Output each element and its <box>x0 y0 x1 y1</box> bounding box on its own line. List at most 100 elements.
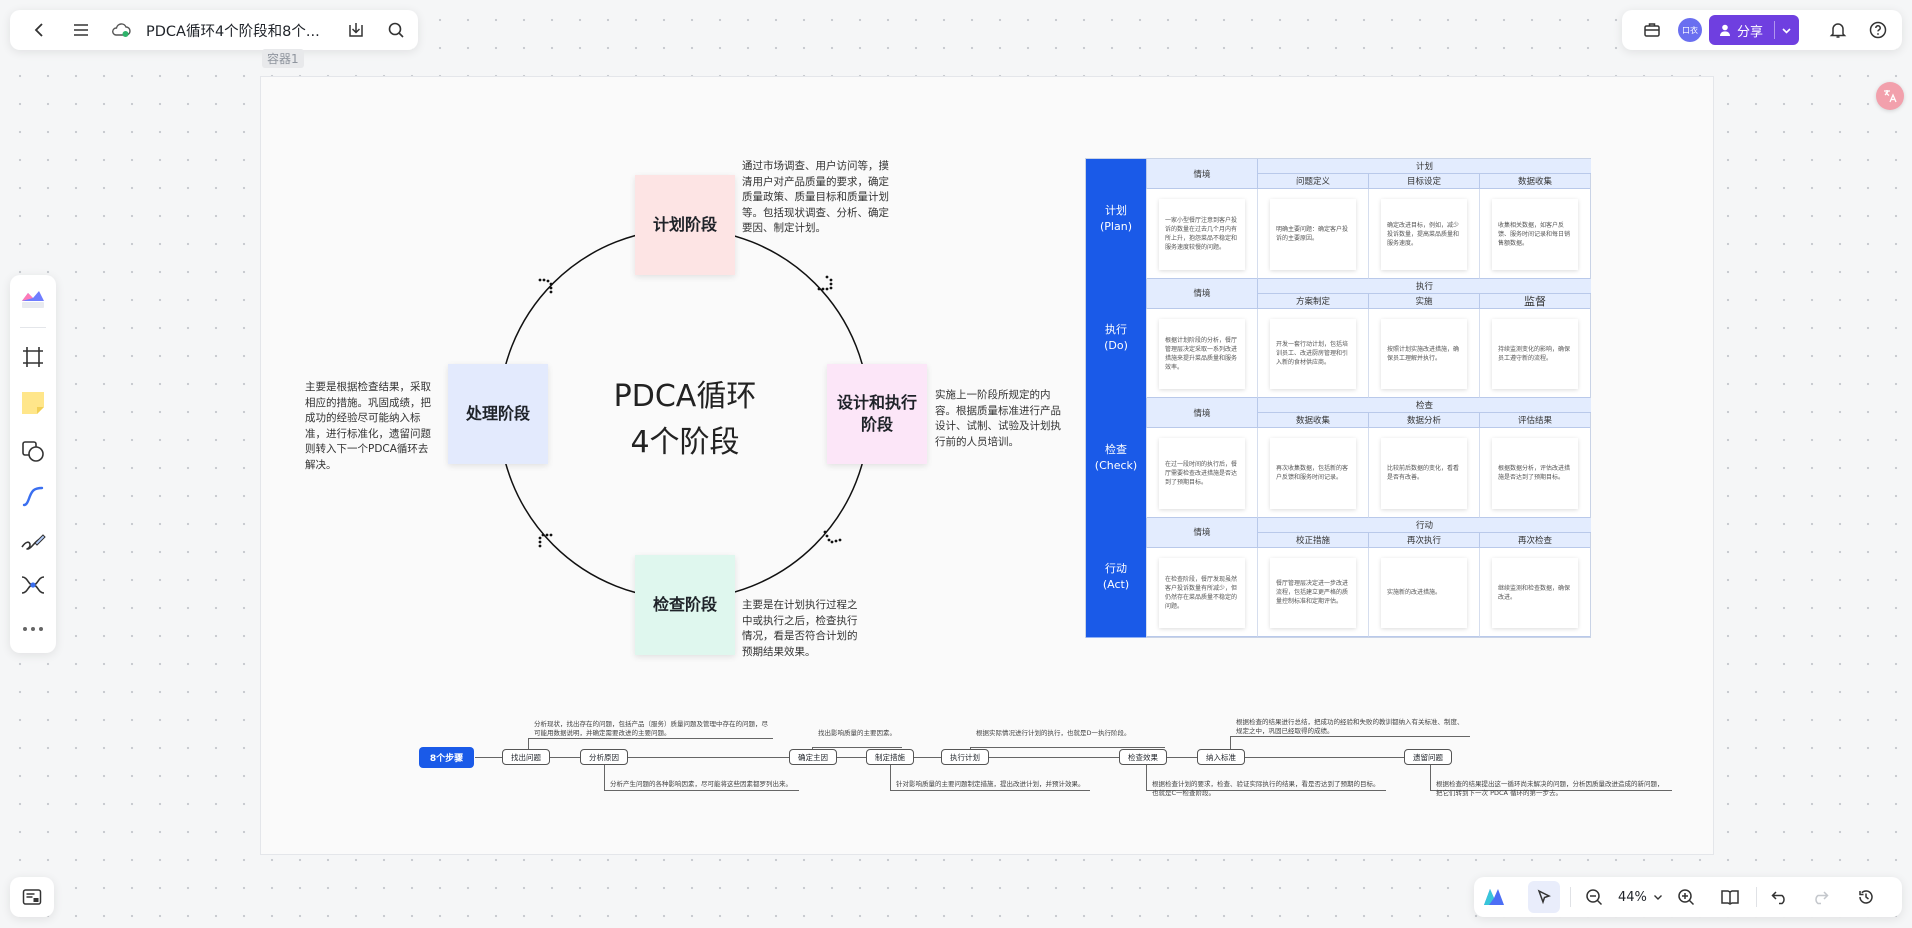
stage-check-sticky[interactable]: 检查阶段 <box>635 555 735 655</box>
step-node[interactable]: 分析原因 <box>580 749 628 765</box>
pen-tool[interactable] <box>17 525 49 557</box>
cell-note-text: 一家小型餐厅注意到客户投诉的数量在过去几个月内有所上升，抱怨菜品不稳定和服务速度… <box>1165 217 1238 252</box>
mindmap-tool[interactable] <box>17 569 49 601</box>
plan-description[interactable]: 通过市场调查、用户访问等，摸清用户对产品质量的要求，确定质量政策、质量目标和质量… <box>742 160 889 234</box>
cell-sticky-note[interactable]: 在过一段时间的执行后，餐厅需要检查改进措施是否达到了预期目标。 <box>1159 438 1245 509</box>
zoom-in-button[interactable] <box>1670 881 1702 913</box>
step-note-top[interactable]: 根据检查的结果进行总结，把成功的经验和失败的教训都纳入有关标准、制度、规定之中，… <box>1236 718 1464 735</box>
briefcase-button[interactable] <box>1636 14 1668 46</box>
step-node[interactable]: 制定措施 <box>866 749 914 765</box>
zoom-level: 44% <box>1618 889 1647 905</box>
frame-tool[interactable] <box>17 341 49 373</box>
stage-act-sticky[interactable]: 处理阶段 <box>448 364 548 464</box>
zoom-out-icon <box>1586 889 1603 906</box>
cell-sticky-note[interactable]: 收集相关数据，如客户反馈、服务时间记录和每日销售额数据。 <box>1492 199 1578 270</box>
container-label[interactable]: 容器1 <box>262 49 304 68</box>
undo-button[interactable] <box>1764 881 1796 913</box>
cell-sticky-note[interactable]: 根据计划阶段的分析，餐厅管理层决定采取一系列改进措施来提升菜品质量和服务效率。 <box>1159 318 1245 389</box>
check-description[interactable]: 主要是在计划执行过程之中或执行之后，检查执行情况，看是否符合计划的预期结果效果。 <box>742 599 858 658</box>
note-connector <box>1146 765 1147 790</box>
history-button[interactable] <box>1850 881 1882 913</box>
more-tools-button[interactable] <box>17 613 49 645</box>
cell-sticky-note[interactable]: 根据数据分析，评估改进措施是否达到了预期目标。 <box>1492 438 1578 509</box>
note-connector <box>970 747 971 749</box>
search-button[interactable] <box>380 14 412 46</box>
cell-note-text: 根据计划阶段的分析，餐厅管理层决定采取一系列改进措施来提升菜品质量和服务效率。 <box>1165 336 1238 371</box>
help-button[interactable] <box>1862 14 1894 46</box>
center-title-line1: PDCA循环 <box>613 379 757 414</box>
do-description[interactable]: 实施上一阶段所规定的内容。根据质量标准进行产品设计、试制、试验及计划执行前的人员… <box>935 389 1061 448</box>
step-node[interactable]: 检查效果 <box>1119 749 1167 765</box>
top-right-toolbar: 口衣 分享 <box>1622 10 1902 50</box>
group-header: 检查 <box>1257 398 1591 413</box>
zoom-select[interactable]: 44% <box>1618 887 1663 907</box>
notification-button[interactable] <box>1822 14 1854 46</box>
cell-sticky-note[interactable]: 比较前后数据的变化，看看是否有改善。 <box>1381 438 1467 509</box>
stage-do-sticky[interactable]: 设计和执行阶段 <box>827 364 927 464</box>
step-node[interactable]: 确定主因 <box>789 749 837 765</box>
document-title[interactable]: PDCA循环4个阶段和8个... <box>146 24 320 40</box>
step-node[interactable]: 找出问题 <box>502 749 550 765</box>
sticky-note-icon <box>22 392 44 414</box>
cell-sticky-note[interactable]: 餐厅管理层决定进一步改进流程，包括建立更严格的质量控制标准和定期评估。 <box>1270 557 1356 628</box>
table-cell: 根据数据分析，评估改进措施是否达到了预期目标。 <box>1479 428 1590 518</box>
situation-header: 情境 <box>1146 517 1257 548</box>
book-icon <box>1721 890 1739 905</box>
step-node[interactable]: 遗留问题 <box>1404 749 1452 765</box>
cell-sticky-note[interactable]: 再次收集数据，包括新的客户反馈和服务时间记录。 <box>1270 438 1356 509</box>
table-row-header[interactable]: 检查(Check) <box>1086 398 1146 519</box>
eight-steps-badge[interactable]: 8个步骤 <box>419 747 474 768</box>
step-node[interactable]: 纳入标准 <box>1197 749 1245 765</box>
table-row-header[interactable]: 计划(Plan) <box>1086 159 1146 280</box>
share-button[interactable]: 分享 <box>1709 15 1799 45</box>
step-node[interactable]: 执行计划 <box>941 749 989 765</box>
pdca-detail-table[interactable]: 计划(Plan)情境计划问题定义目标设定数据收集一家小型餐厅注意到客户投诉的数量… <box>1085 158 1591 638</box>
cell-sticky-note[interactable]: 明确主要问题：确定客户投诉的主要原因。 <box>1270 199 1356 270</box>
note-underline <box>1430 790 1672 791</box>
shape-icon <box>22 441 44 462</box>
connector-tool[interactable] <box>17 481 49 513</box>
menu-button[interactable] <box>65 14 97 46</box>
shape-tool[interactable] <box>17 435 49 467</box>
user-avatar[interactable]: 口衣 <box>1678 18 1702 42</box>
download-button[interactable] <box>340 14 372 46</box>
table-row-header[interactable]: 行动(Act) <box>1086 517 1146 638</box>
cell-sticky-note[interactable]: 继续监测和检查数据，确保改进。 <box>1492 557 1578 628</box>
cell-sticky-note[interactable]: 持续监测变化的影响，确保员工遵守新的流程。 <box>1492 318 1578 389</box>
table-cell: 明确主要问题：确定客户投诉的主要原因。 <box>1257 189 1368 279</box>
note-underline <box>604 790 799 791</box>
row-header-title: 行动 <box>1105 562 1127 576</box>
step-note-bottom[interactable]: 根据检查的结果提出这一循环尚未解决的问题，分析因质量改进造成的新问题，把它们转到… <box>1436 780 1664 797</box>
select-tool-button[interactable] <box>1528 881 1560 913</box>
history-icon <box>1859 890 1873 904</box>
act-description[interactable]: 主要是根据检查结果，采取相应的措施。巩固成绩，把成功的经验尽可能纳入标准，进行标… <box>305 381 431 471</box>
chevron-down-icon[interactable] <box>1781 25 1792 36</box>
redo-button[interactable] <box>1804 881 1836 913</box>
zoom-out-button[interactable] <box>1578 881 1610 913</box>
cell-sticky-note[interactable]: 确定改进目标，例如，减少投诉数量，提高菜品质量和服务速度。 <box>1381 199 1467 270</box>
cell-note-text: 按照计划实施改进措施，确保员工理解并执行。 <box>1387 345 1460 362</box>
step-note-bottom[interactable]: 分析产生问题的各种影响因素，尽可能将这些因素都罗列出来。 <box>610 780 792 788</box>
step-note-bottom[interactable]: 针对影响质量的主要问题制定措施，提出改进计划，并预计效果。 <box>896 780 1085 788</box>
reading-mode-button[interactable] <box>1714 881 1746 913</box>
minimap-button[interactable] <box>16 881 48 913</box>
sticky-note-tool[interactable] <box>17 387 49 419</box>
cell-sticky-note[interactable]: 按照计划实施改进措施，确保员工理解并执行。 <box>1381 318 1467 389</box>
ai-logo-icon <box>1484 889 1504 905</box>
back-button[interactable] <box>24 14 56 46</box>
step-note-top[interactable]: 找出影响质量的主要因素。 <box>818 729 896 737</box>
cell-sticky-note[interactable]: 一家小型餐厅注意到客户投诉的数量在过去几个月内有所上升，抱怨菜品不稳定和服务速度… <box>1159 199 1245 270</box>
ai-assistant-button[interactable] <box>1478 881 1510 913</box>
cell-note-text: 在检查阶段，餐厅发现虽然客户投诉数量有所减少，但仍然存在菜品质量不稳定的问题。 <box>1165 575 1238 610</box>
stage-plan-sticky[interactable]: 计划阶段 <box>635 175 735 275</box>
step-note-bottom[interactable]: 根据检查计划的要求，检查、验证实际执行的结果，看是否达到了预期的目标。也就是C一… <box>1152 780 1380 797</box>
step-note-top[interactable]: 分析现状，找出存在的问题，包括产品（服务）质量问题及管理中存在的问题，尽可能用数… <box>534 720 768 737</box>
cell-sticky-note[interactable]: 在检查阶段，餐厅发现虽然客户投诉数量有所减少，但仍然存在菜品质量不稳定的问题。 <box>1159 557 1245 628</box>
table-cell: 开发一套行动计划，包括培训员工、改进厨房管理和引入新的食材供应商。 <box>1257 308 1368 398</box>
cell-sticky-note[interactable]: 开发一套行动计划，包括培训员工、改进厨房管理和引入新的食材供应商。 <box>1270 318 1356 389</box>
translate-button[interactable] <box>1876 82 1904 110</box>
table-row-header[interactable]: 执行(Do) <box>1086 278 1146 399</box>
templates-button[interactable] <box>17 283 49 315</box>
step-note-top[interactable]: 根据实际情况进行计划的执行，也就是D一执行阶段。 <box>976 729 1131 737</box>
cell-sticky-note[interactable]: 实施新的改进措施。 <box>1381 557 1467 628</box>
